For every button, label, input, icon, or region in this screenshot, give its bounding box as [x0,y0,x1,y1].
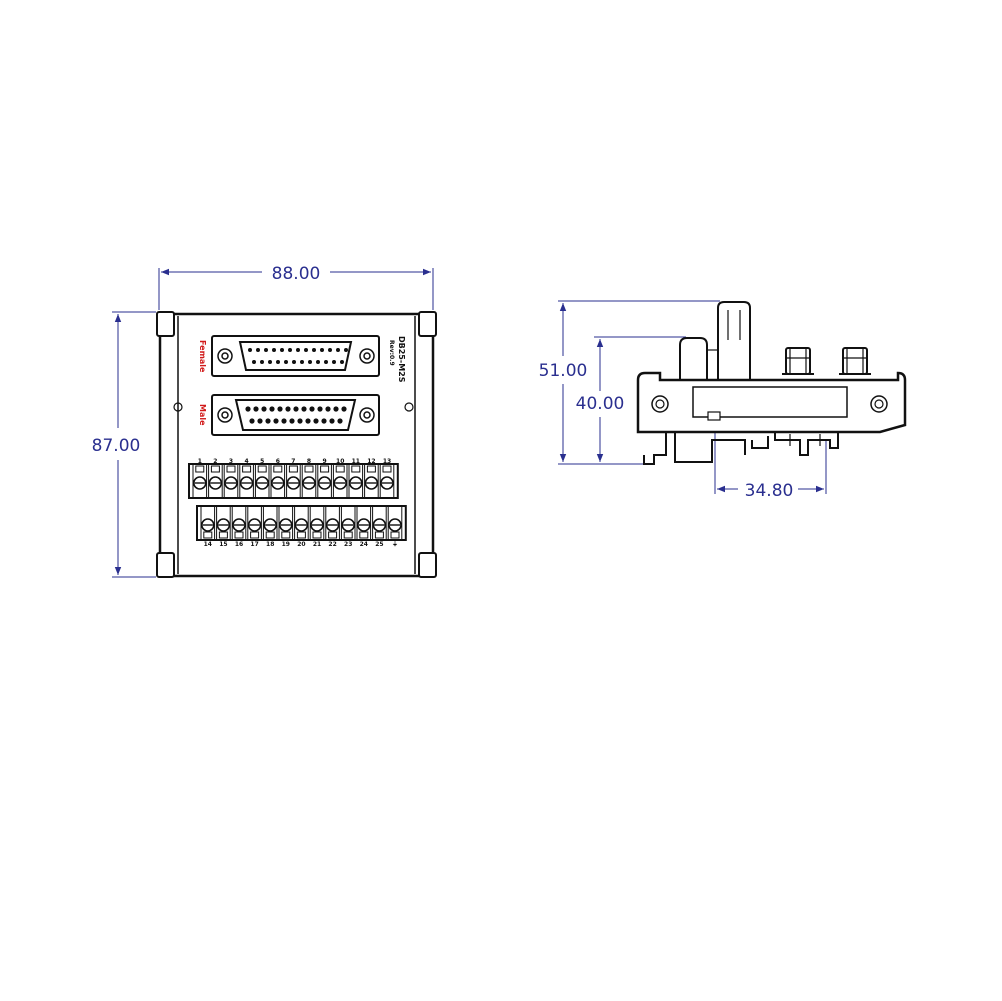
bottom-row-pin-label: 23 [344,541,352,548]
top-row-pin-label: 6 [276,458,280,465]
bottom-row-pin-label: 22 [328,541,336,548]
bottom-row-terminal: 16 [231,505,247,548]
top-row-pin-label: 4 [245,458,249,465]
female-pins [248,348,348,364]
top-row-pin-label: 11 [352,458,360,465]
side-view: 51.00 40.00 34.80 [539,300,907,501]
bottom-row-pin-label: 14 [204,541,212,548]
side-screw-right [839,347,871,375]
bottom-row-terminal: 22 [325,505,340,548]
bottom-row-pin-label: 15 [219,541,227,548]
total-height-dimension [558,300,720,465]
top-row-pin-label: 9 [323,458,327,465]
height-dimension-label: 87.00 [92,436,141,456]
height-dimension [112,311,156,578]
bottom-row-pin-label: 16 [235,541,243,548]
top-row-pin-label: 8 [307,458,311,465]
width-dimension-label: 88.00 [272,264,321,284]
terminal-block-bottom: 14 15 16 17 18 19 20 21 22 23 24 25 ⏚ [196,505,407,548]
db25-male-connector [211,394,380,436]
bottom-row-terminal: ⏚ [387,505,403,548]
bottom-row-pin-label: 19 [282,541,290,548]
top-row-pin-label: 10 [336,458,344,465]
top-row-terminal: 2 [208,458,223,499]
male-label: Male [198,404,207,426]
front-view: 88.00 87.00 [92,264,437,578]
bottom-row-pin-label: 25 [375,541,383,548]
total-height-label: 51.00 [539,361,588,381]
bottom-row-terminal: 18 [262,505,278,548]
top-row-pin-label: 3 [229,458,233,465]
rail-width-label: 34.80 [745,481,794,501]
bottom-row-pin-label: 24 [360,541,368,548]
bottom-row-terminal: 21 [309,505,325,548]
db25-female-connector [211,335,380,377]
top-row-terminal: 11 [348,458,364,499]
bottom-row-pin-label: 18 [266,541,274,548]
bottom-row-terminal: 14 [200,505,216,548]
model-label: DB25-M2S [397,336,406,383]
bottom-row-terminal: 25 [372,505,387,548]
bottom-row-terminal: 15 [216,505,231,548]
body-height-label: 40.00 [576,394,625,414]
top-row-pin-label: 2 [213,458,217,465]
top-row-terminal: 4 [239,458,254,499]
top-row-terminal: 10 [332,458,348,499]
top-row-terminal: 13 [379,458,395,499]
top-row-pin-label: 12 [367,458,375,465]
width-dimension [158,268,434,310]
bottom-row-pin-label: ⏚ [392,541,398,548]
female-label: Female [198,340,207,373]
top-row-pin-label: 7 [291,458,295,465]
bottom-row-pin-label: 21 [313,541,321,548]
top-row-terminal: 5 [254,458,270,499]
top-row-terminal: 3 [223,458,239,499]
top-row-pin-label: 13 [383,458,391,465]
top-row-terminal: 1 [192,458,208,499]
revision-label: Rev:0.9 [388,340,395,366]
side-screw-left [782,347,814,375]
side-main-body [636,371,907,434]
top-row-terminal: 8 [301,458,317,499]
top-row-pin-label: 1 [198,458,202,465]
body-height-dimension [594,336,686,462]
bottom-row-pin-label: 17 [250,541,258,548]
bottom-row-pin-label: 20 [297,541,305,548]
top-row-terminal: 12 [364,458,379,499]
bottom-row-terminal: 19 [278,505,294,548]
bottom-row-terminal: 20 [294,505,309,548]
top-row-terminal: 6 [270,458,286,499]
male-pins [245,406,347,424]
top-row-terminal: 9 [317,458,332,499]
side-terminal-housing [679,301,751,380]
top-row-terminal: 7 [286,458,301,499]
bottom-row-terminal: 23 [340,505,356,548]
top-row-pin-label: 5 [260,458,264,465]
bottom-row-terminal: 17 [247,505,262,548]
bottom-row-terminal: 24 [356,505,372,548]
din-rail-clip [643,432,839,465]
rail-width-dimension [714,432,827,494]
